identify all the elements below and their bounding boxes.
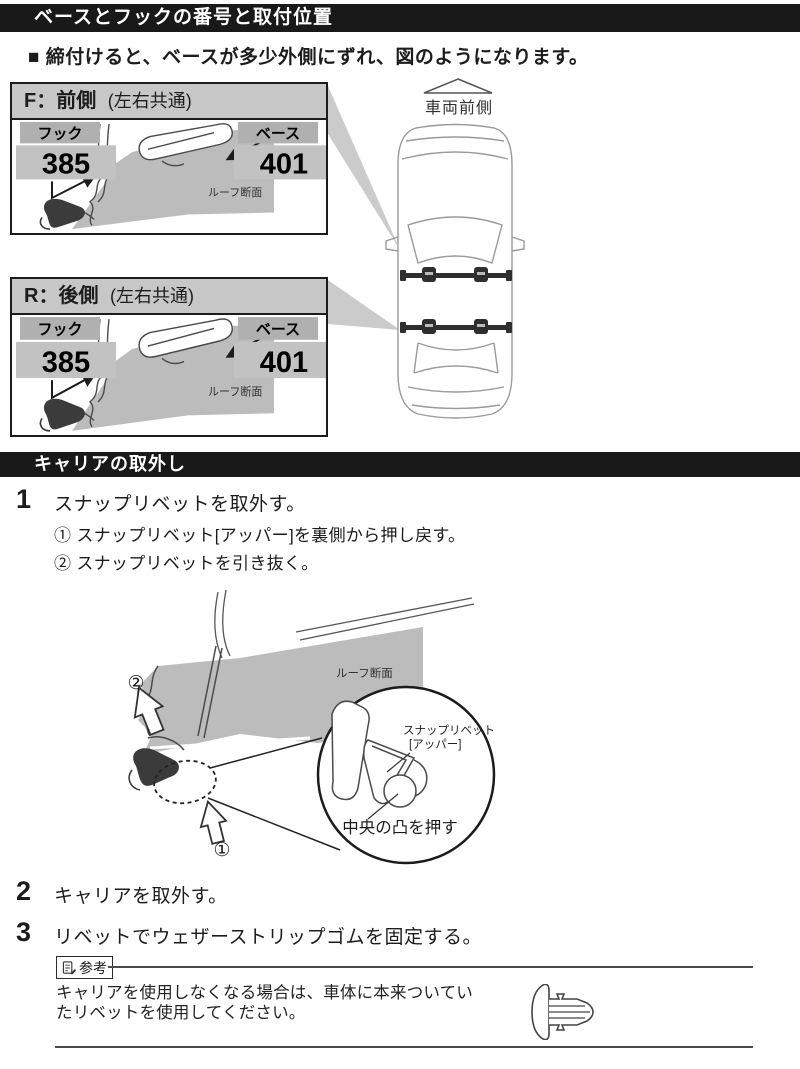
base-label: ベース — [256, 127, 300, 143]
step-3-text: リベットでウェザーストリップゴムを固定する。 — [54, 927, 483, 948]
flange-highlight — [149, 736, 311, 750]
panel-rear-heading-suffix: (左右共通) — [110, 286, 195, 306]
step-2-text: キャリアを取外す。 — [54, 886, 228, 907]
roof-gray-shape — [72, 321, 274, 431]
hook-tag: フック 385 — [16, 121, 116, 181]
push-center-label: 中央の凸を押す — [342, 818, 458, 837]
step-1-number: 1 — [16, 484, 32, 514]
section-title-base-hook: ベースとフックの番号と取付位置 — [0, 4, 800, 32]
intro-text: ■ 締付けると、ベースが多少外側にずれ、図のようになります。 — [28, 47, 589, 68]
arrow-up-1 — [199, 799, 228, 845]
car-top-view: 車両前側 — [385, 78, 525, 419]
note-text: キャリアを使用しなくなる場合は、車体に本来ついてい たリベットを使用してください… — [56, 984, 473, 1023]
roof-gray-shape — [72, 125, 274, 230]
section-title-carrier-removal: キャリアの取外し — [0, 452, 800, 477]
roof-caption: ルーフ断面 — [208, 185, 262, 199]
hook-tail — [128, 769, 141, 791]
hook-tail — [39, 216, 51, 230]
line-art — [59, 123, 233, 226]
step-1-substep-1: ① スナップリベット[アッパー]を裏側から押し戻す。 — [54, 526, 466, 545]
rivet-upper-label-line2: [アッパー] — [409, 738, 461, 751]
panel-front-position: F：前側 (左右共通) — [10, 82, 328, 235]
callout-leader-lines — [367, 752, 411, 820]
reference-tag-label: 参考 — [79, 959, 107, 976]
note-bottom-rule — [55, 1046, 753, 1048]
hook-number: 385 — [42, 149, 90, 181]
step-1-text: スナップリベットを取外す。 — [54, 494, 306, 515]
arrow-up-2 — [133, 686, 165, 737]
hook-shape — [43, 398, 85, 430]
hook-shape — [43, 198, 85, 228]
front-crossbar — [400, 267, 512, 282]
reference-tag: 参考 — [56, 956, 113, 979]
upper-structure-lines — [214, 589, 475, 659]
roof-section-front-drawing: ルーフ断面 フック 385 ベース 401 — [16, 121, 326, 230]
rear-crossbar — [400, 319, 512, 334]
rivet-illustration — [531, 984, 594, 1040]
roof-caption: ルーフ断面 — [208, 385, 262, 399]
step-2-number: 2 — [16, 876, 32, 906]
hook-tail — [39, 417, 51, 432]
base-number: 401 — [260, 345, 308, 379]
front-direction-triangle-icon — [423, 78, 493, 94]
base-tag: ベース 401 — [234, 317, 326, 379]
rear-wedge — [328, 280, 400, 330]
hook-pointer-arrow — [51, 175, 97, 200]
note-text-line1: キャリアを使用しなくなる場合は、車体に本来ついてい — [56, 984, 474, 1002]
panel-rear-heading: R：後側 (左右共通) — [12, 279, 326, 315]
base-label: ベース — [256, 321, 300, 338]
callout-wedges — [328, 86, 400, 330]
roof-caption: ルーフ断面 — [336, 666, 393, 680]
marker-2: ② — [127, 673, 144, 694]
hook-shape — [133, 748, 179, 786]
hook-pointer-arrow — [51, 373, 97, 400]
note-text-line2: たリベットを使用してください。 — [56, 1003, 306, 1022]
note-top-rule — [108, 966, 753, 968]
panel-front-illustration: ルーフ断面 フック 385 ベース 401 — [12, 120, 326, 233]
base-number: 401 — [260, 149, 308, 181]
snap-rivet-removal-figure: ルーフ断面 スナップリベット [アッパー] 中央の凸を押す — [127, 589, 496, 865]
car-body-outline — [385, 123, 525, 419]
front-wedge — [328, 86, 400, 250]
reference-icon — [62, 960, 76, 975]
rivet-upper-label-line1: スナップリベット — [403, 724, 495, 737]
hook-number: 385 — [42, 345, 90, 379]
panel-rear-heading-code: R：後側 — [24, 285, 99, 307]
vehicle-front-label: 車両前側 — [425, 99, 493, 117]
step-1-substep-2: ② スナップリベットを引き抜く。 — [54, 554, 319, 573]
panel-front-heading: F：前側 (左右共通) — [12, 84, 326, 120]
panel-front-heading-code: F：前側 — [24, 90, 97, 112]
panel-front-heading-suffix: (左右共通) — [107, 91, 192, 111]
panel-rear-illustration: ルーフ断面 フック 385 ベース 401 — [12, 315, 326, 435]
base-tag: ベース 401 — [234, 121, 326, 181]
roof-section-rear-drawing: ルーフ断面 フック 385 ベース 401 — [16, 317, 326, 432]
hook-tag: フック 385 — [16, 317, 116, 379]
step-3-number: 3 — [16, 917, 32, 947]
hook-label: フック — [38, 126, 83, 143]
panel-rear-position: R：後側 (左右共通) — [10, 277, 328, 437]
marker-1: ① — [213, 840, 230, 861]
hook-label: フック — [38, 321, 83, 338]
magnifier-leader-lines — [207, 737, 341, 851]
